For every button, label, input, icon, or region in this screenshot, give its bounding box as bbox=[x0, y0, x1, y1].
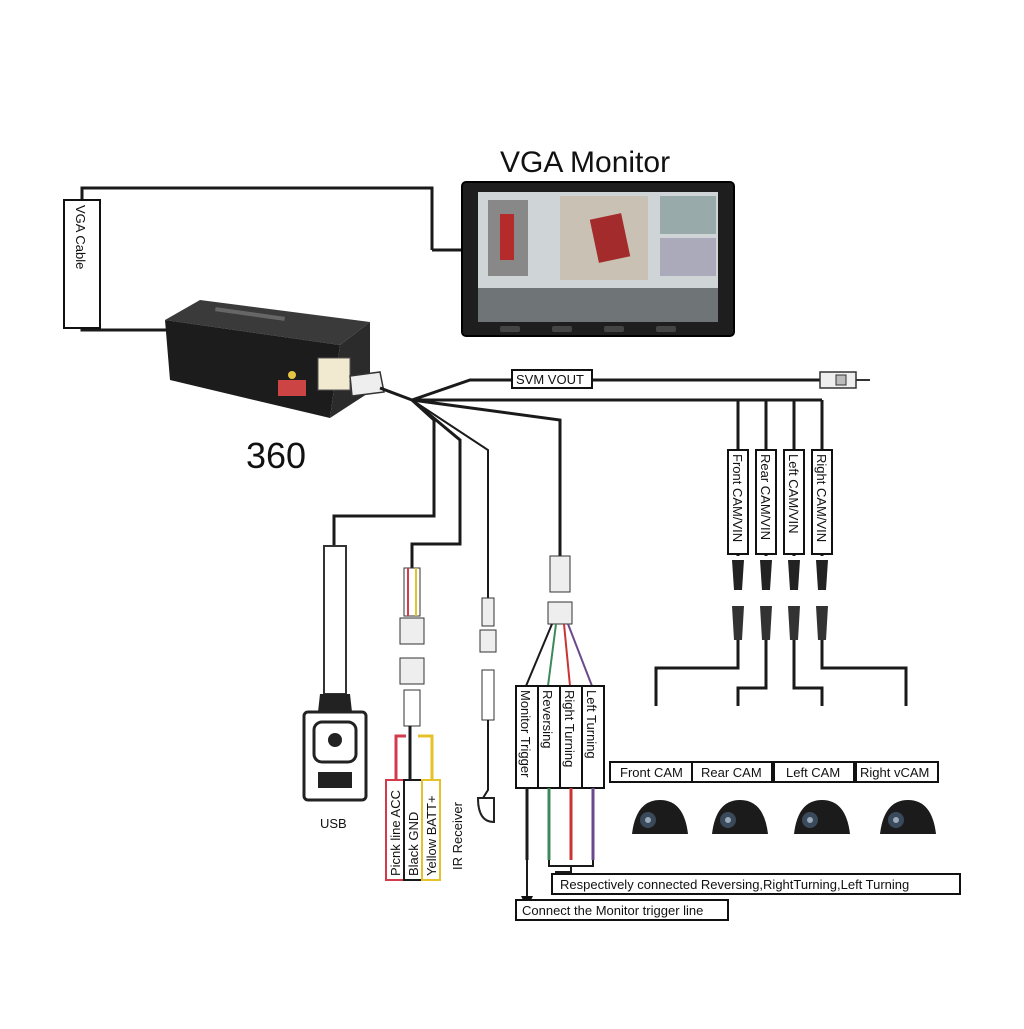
vga-cable-label: VGA Cable bbox=[73, 205, 88, 269]
right-cam-label: Right vCAM bbox=[860, 765, 929, 780]
ir-receiver-label: IR Receiver bbox=[450, 801, 465, 870]
left-cam-vin-label: Left CAM/VIN bbox=[786, 454, 801, 533]
svm-vout-label-box bbox=[511, 369, 593, 389]
rear-cam-vin-label: Rear CAM/VIN bbox=[758, 454, 773, 540]
black-gnd-label: Black GND bbox=[406, 812, 421, 876]
left-turning-label: Left Turning bbox=[584, 690, 599, 759]
right-camera-icon bbox=[880, 800, 936, 834]
power-wire bbox=[410, 398, 462, 568]
power-connector-icon bbox=[399, 567, 425, 727]
rca-connector-icon bbox=[819, 371, 870, 389]
right-turning-label: Right Turning bbox=[562, 690, 577, 767]
trigger-note-box bbox=[515, 899, 729, 921]
right-cam-vin-label: Right CAM/VIN bbox=[814, 454, 829, 542]
trigger-note: Connect the Monitor trigger line bbox=[522, 903, 703, 918]
vga-cable-wire bbox=[80, 186, 434, 332]
svm-vout-label: SVM VOUT bbox=[516, 372, 584, 387]
reversing-label: Reversing bbox=[540, 690, 555, 749]
trigger-connector-icon bbox=[547, 555, 573, 625]
svm-vout-wire bbox=[411, 378, 820, 402]
trigger-wire bbox=[411, 398, 562, 556]
front-cam-label: Front CAM bbox=[620, 765, 683, 780]
turning-note: Respectively connected Reversing,RightTu… bbox=[560, 877, 909, 892]
front-cam-vin-label: Front CAM/VIN bbox=[730, 454, 745, 542]
ir-receiver-wire bbox=[411, 399, 489, 600]
unit-label: 360 bbox=[246, 435, 306, 476]
diagram-title: VGA Monitor bbox=[500, 146, 670, 179]
camera-connector-pairs bbox=[732, 560, 828, 640]
turning-note-box bbox=[551, 873, 961, 895]
rear-cam-label: Rear CAM bbox=[701, 765, 762, 780]
usb-label: USB bbox=[320, 816, 347, 831]
left-camera-icon bbox=[794, 800, 850, 834]
control-unit-360 bbox=[165, 300, 370, 418]
pink-acc-label: Picnk line ACC bbox=[388, 790, 403, 876]
usb-wire bbox=[332, 398, 436, 546]
monitor-trigger-label: Monitor Trigger bbox=[518, 690, 533, 778]
rear-camera-icon bbox=[712, 800, 768, 834]
ir-receiver-icon bbox=[476, 597, 497, 824]
left-cam-label: Left CAM bbox=[786, 765, 840, 780]
yellow-batt-label: Yellow BATT+ bbox=[424, 795, 439, 876]
usb-icon bbox=[302, 694, 368, 802]
vga-monitor bbox=[461, 181, 735, 337]
vga-cable-label-box bbox=[63, 199, 101, 329]
front-camera-icon bbox=[632, 800, 688, 834]
